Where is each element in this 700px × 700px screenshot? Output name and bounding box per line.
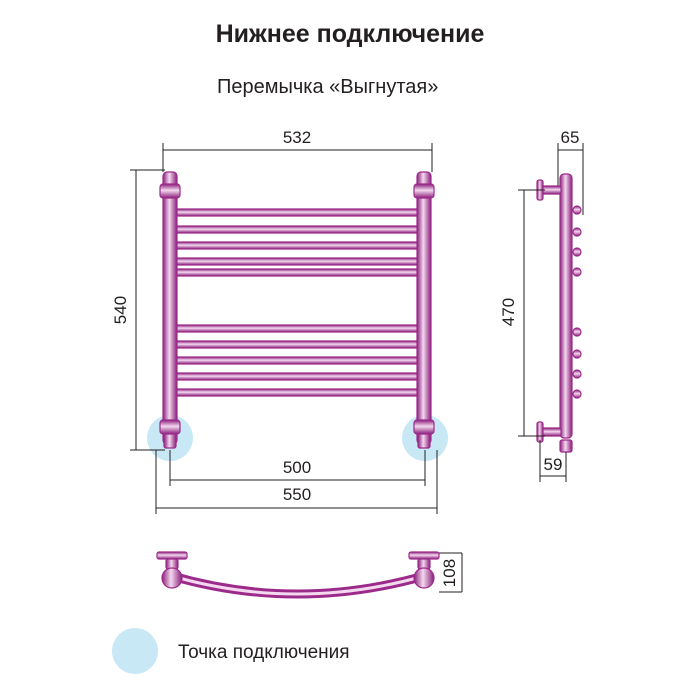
right-top-cap: [413, 183, 435, 199]
dim-59: 59: [544, 455, 563, 474]
dim-550: 550: [283, 485, 311, 504]
dim-470: 470: [499, 298, 518, 326]
left-tube: [162, 171, 178, 445]
dim-108: 108: [440, 559, 459, 587]
side-tube: [559, 173, 573, 439]
top-view: 108: [156, 551, 463, 599]
side-view: 65 470: [499, 128, 584, 482]
right-bottom-fitting: [413, 419, 435, 435]
front-view: 532 540 500 550: [111, 128, 448, 514]
left-top-cap: [159, 183, 181, 199]
dim-540: 540: [111, 296, 130, 324]
dim-65: 65: [561, 128, 580, 147]
right-tube: [416, 171, 432, 445]
dimension-top-width: [162, 143, 433, 172]
dimension-axis-distance: [169, 450, 426, 486]
dim-532: 532: [283, 128, 311, 147]
rungs: [171, 208, 423, 397]
dimension-overall-width: [155, 450, 438, 514]
connection-point-legend-label: Точка подключения: [178, 642, 350, 663]
left-bottom-fitting: [159, 419, 181, 435]
dimension-left-height: [130, 169, 165, 451]
diagram-subtitle: Перемычка «Выгнутая»: [217, 76, 439, 98]
dim-500: 500: [283, 458, 311, 477]
diagram-title: Нижнее подключение: [215, 20, 485, 48]
side-rung-ends: [572, 205, 582, 399]
connection-point-legend-icon: [112, 628, 158, 674]
